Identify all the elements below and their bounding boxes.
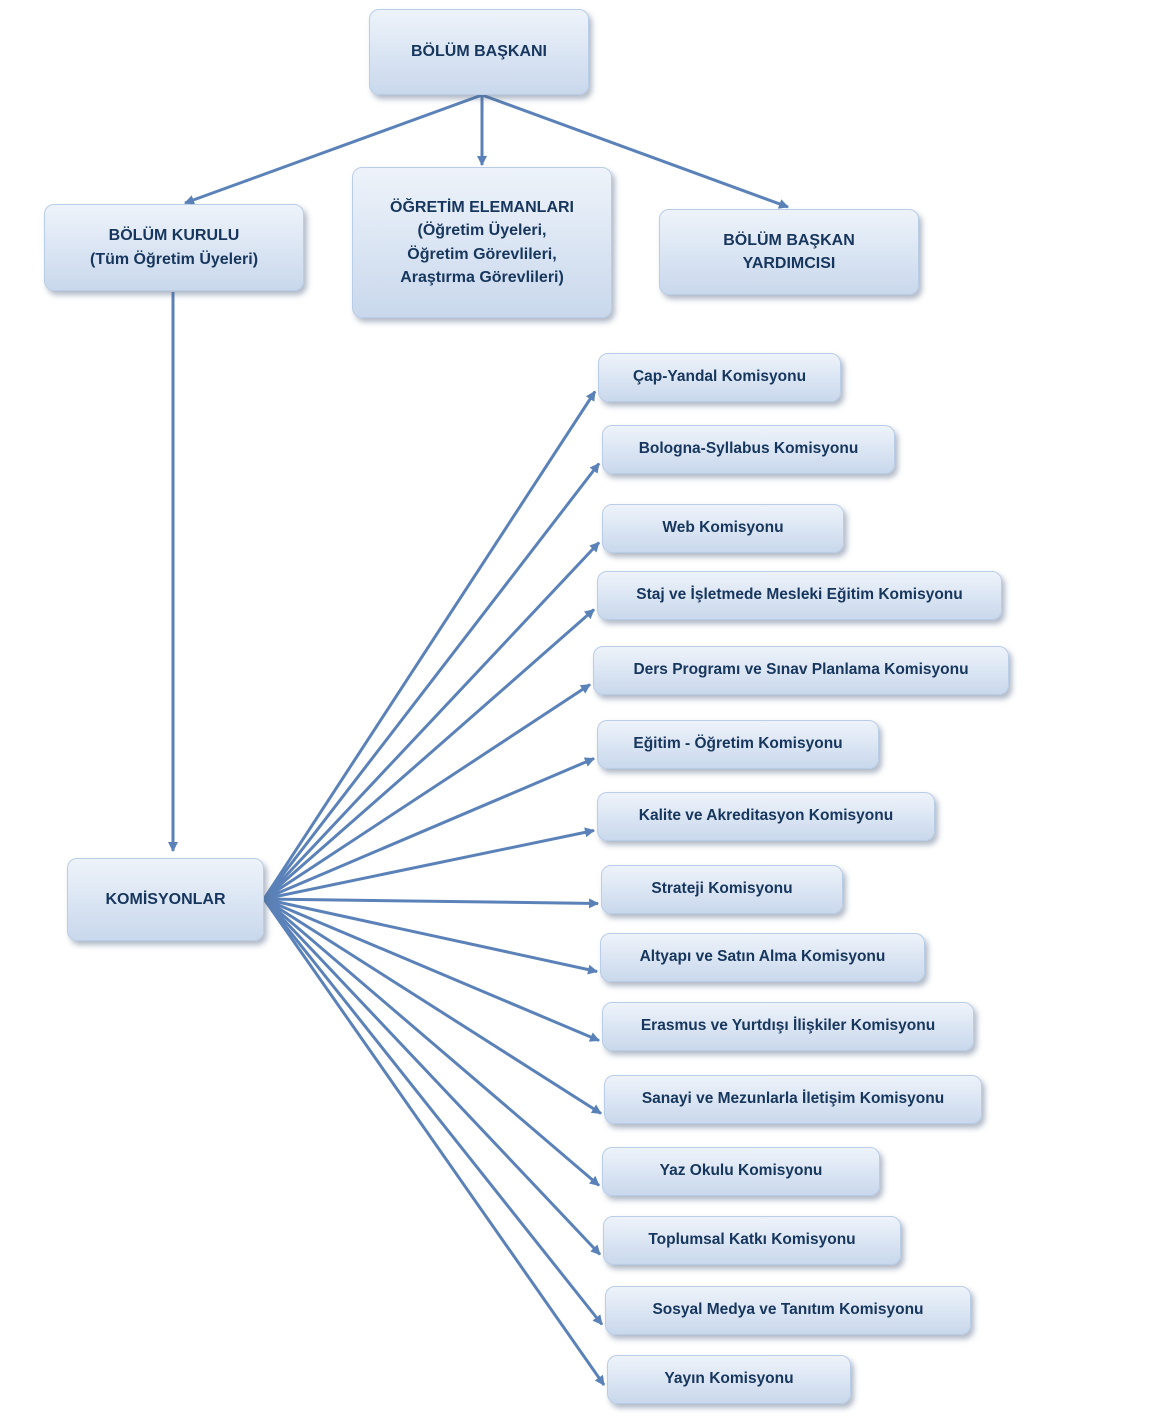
ogretim-elemanlari-line3: Öğretim Görevlileri, bbox=[407, 245, 557, 263]
arrow-to-committee-ders-programi bbox=[263, 683, 591, 901]
committee-label: Yaz Okulu Komisyonu bbox=[659, 1162, 823, 1180]
ogretim-elemanlari-line4: Araştırma Görevlileri) bbox=[400, 268, 564, 286]
committee-label: Eğitim - Öğretim Komisyonu bbox=[633, 735, 843, 753]
arrow-to-committee-strateji bbox=[263, 897, 599, 909]
committee-staj: Staj ve İşletmede Mesleki Eğitim Komisyo… bbox=[597, 571, 1002, 620]
arrow-to-committee-yaz-okulu bbox=[263, 897, 600, 1187]
ogretim-elemanlari-title: ÖĞRETİM ELEMANLARI bbox=[390, 199, 574, 217]
committee-label: Yayın Komisyonu bbox=[664, 1370, 794, 1388]
arrow-to-committee-staj bbox=[263, 608, 595, 901]
committee-sosyal-medya: Sosyal Medya ve Tanıtım Komisyonu bbox=[605, 1286, 971, 1335]
committee-web: Web Komisyonu bbox=[602, 504, 844, 553]
komisyonlar-box: KOMİSYONLAR bbox=[67, 858, 264, 941]
arrow-to-committee-yayin bbox=[262, 898, 606, 1386]
arrow-to-committee-kalite-akreditasyon bbox=[263, 827, 595, 901]
arrow-to-committee-sosyal-medya bbox=[262, 898, 604, 1326]
committee-label: Çap-Yandal Komisyonu bbox=[632, 368, 807, 386]
arrow-to-committee-egitim-ogretim bbox=[263, 757, 595, 901]
committee-cap-yandal: Çap-Yandal Komisyonu bbox=[598, 353, 841, 402]
committee-label: Bologna-Syllabus Komisyonu bbox=[638, 440, 859, 458]
committee-label: Ders Programı ve Sınav Planlama Komisyon… bbox=[633, 661, 969, 679]
committee-label: Strateji Komisyonu bbox=[651, 880, 793, 898]
committee-label: Web Komisyonu bbox=[662, 519, 784, 537]
committee-yaz-okulu: Yaz Okulu Komisyonu bbox=[602, 1147, 880, 1196]
committee-bologna-syllabus: Bologna-Syllabus Komisyonu bbox=[602, 425, 895, 474]
bolum-kurulu-box: BÖLÜM KURULU (Tüm Öğretim Üyeleri) bbox=[44, 204, 304, 291]
committee-label: Toplumsal Katkı Komisyonu bbox=[648, 1231, 856, 1249]
bolum-baskani-label: BÖLÜM BAŞKANI bbox=[411, 43, 547, 61]
committee-label: Kalite ve Akreditasyon Komisyonu bbox=[638, 807, 894, 825]
committee-label: Sosyal Medya ve Tanıtım Komisyonu bbox=[652, 1301, 924, 1319]
arrow-to-committee-bologna-syllabus bbox=[262, 462, 601, 900]
committee-label: Sanayi ve Mezunlarla İletişim Komisyonu bbox=[641, 1090, 945, 1108]
arrow-to-committee-toplumsal-katki bbox=[262, 897, 602, 1256]
committee-erasmus: Erasmus ve Yurtdışı İlişkiler Komisyonu bbox=[602, 1002, 974, 1051]
committee-ders-programi: Ders Programı ve Sınav Planlama Komisyon… bbox=[593, 646, 1009, 695]
baskan-yardimcisi-line2: YARDIMCISI bbox=[742, 255, 836, 272]
arrow-to-committee-web bbox=[262, 541, 601, 901]
bolum-kurulu-subtitle: (Tüm Öğretim Üyeleri) bbox=[89, 250, 259, 268]
committee-egitim-ogretim: Eğitim - Öğretim Komisyonu bbox=[597, 720, 879, 769]
arrow-to-bolum-kurulu bbox=[184, 93, 483, 205]
bolum-baskani-box: BÖLÜM BAŞKANI bbox=[369, 9, 589, 95]
arrow-to-committee-altyapi bbox=[263, 897, 598, 975]
komisyonlar-label: KOMİSYONLAR bbox=[105, 890, 226, 908]
committee-sanayi-mezunlar: Sanayi ve Mezunlarla İletişim Komisyonu bbox=[604, 1075, 982, 1124]
arrow-to-committee-cap-yandal bbox=[262, 390, 597, 900]
committee-toplumsal-katki: Toplumsal Katkı Komisyonu bbox=[603, 1216, 901, 1265]
committee-kalite-akreditasyon: Kalite ve Akreditasyon Komisyonu bbox=[597, 792, 935, 841]
committee-altyapi: Altyapı ve Satın Alma Komisyonu bbox=[600, 933, 925, 982]
committee-strateji: Strateji Komisyonu bbox=[601, 865, 843, 914]
committee-label: Erasmus ve Yurtdışı İlişkiler Komisyonu bbox=[640, 1017, 936, 1035]
bolum-kurulu-title: BÖLÜM KURULU bbox=[108, 227, 240, 245]
ogretim-elemanlari-box: ÖĞRETİM ELEMANLARI (Öğretim Üyeleri, Öğr… bbox=[352, 167, 612, 318]
baskan-yardimcisi-line1: BÖLÜM BAŞKAN bbox=[723, 231, 855, 249]
arrow-to-committee-erasmus bbox=[263, 897, 600, 1042]
ogretim-elemanlari-line2: (Öğretim Üyeleri, bbox=[417, 222, 547, 240]
committee-yayin: Yayın Komisyonu bbox=[607, 1355, 851, 1404]
arrow-to-baskan-yardimcisi bbox=[481, 93, 789, 209]
committee-label: Altyapı ve Satın Alma Komisyonu bbox=[639, 948, 886, 966]
arrow-to-committee-sanayi-mezunlar bbox=[263, 897, 602, 1115]
committee-label: Staj ve İşletmede Mesleki Eğitim Komisyo… bbox=[636, 586, 963, 604]
baskan-yardimcisi-box: BÖLÜM BAŞKAN YARDIMCISI bbox=[659, 209, 919, 295]
